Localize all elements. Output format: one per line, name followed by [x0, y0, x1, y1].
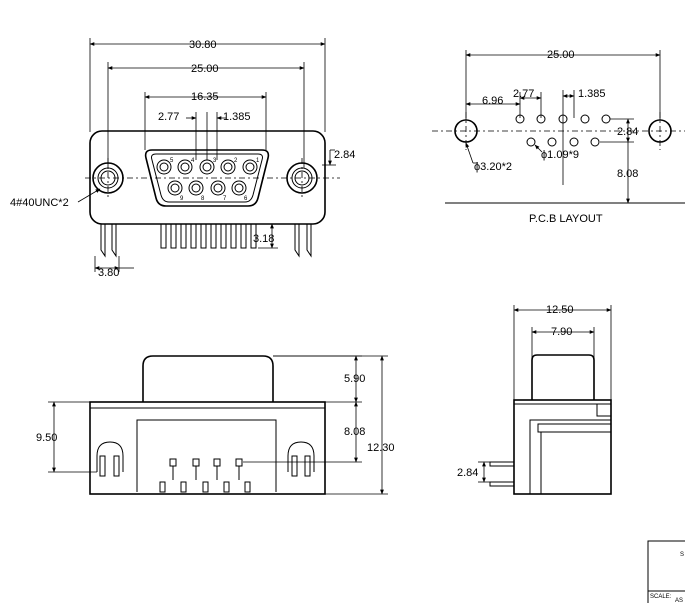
- title-block: S SCALE: AS: [647, 540, 685, 603]
- pin-label-6: 6: [244, 196, 248, 202]
- dim-tail-length: 3.18: [253, 233, 274, 245]
- pcb-layout-view: 25.00 6.96 2.77 1.385 2.84: [432, 49, 685, 225]
- dim-pin-row-offset: 8.08: [344, 426, 365, 438]
- dim-boardlock-spacing: 3.80: [98, 267, 119, 279]
- pin-label-7: 7: [223, 196, 227, 202]
- pin-label-4: 4: [191, 158, 195, 164]
- pcb-dim-row-offset: 2.84: [617, 126, 638, 138]
- pin-label-2: 2: [234, 158, 238, 164]
- front-view: 30.80 25.00 16.35 2.77 1.385: [10, 38, 355, 279]
- side-dim-shell-width: 7.90: [551, 326, 572, 338]
- pcb-dim-half-pitch: 1.385: [578, 88, 606, 100]
- dim-pin-pitch: 2.77: [158, 111, 179, 123]
- pin-row-top: 5 4 3 2 1: [156, 158, 260, 175]
- pin-label-5: 5: [170, 158, 174, 164]
- pcb-dim-mount-spacing: 25.00: [547, 49, 575, 61]
- pin-label-8: 8: [201, 196, 205, 202]
- pcb-dim-edge-offset: 6.96: [482, 95, 503, 107]
- side-view: 12.50 7.90 2.84: [457, 304, 612, 495]
- pcb-dim-pin-hole: ϕ1.09*9: [541, 149, 579, 161]
- side-dim-pin-offset: 2.84: [457, 467, 478, 479]
- dim-half-pitch: 1.385: [223, 111, 251, 123]
- top-view-pins: [159, 458, 251, 493]
- dim-total-depth: 12.30: [367, 442, 395, 454]
- title-block-sheet-label: S: [680, 552, 684, 558]
- pcb-dim-pin-pitch: 2.77: [513, 88, 534, 100]
- title-block-scale-label: SCALE:: [650, 594, 672, 600]
- pin-label-3: 3: [213, 158, 217, 164]
- dim-shell-offset: 5.90: [344, 373, 365, 385]
- pcb-dim-board-edge: 8.08: [617, 168, 638, 180]
- dim-shell-depth: 9.50: [36, 432, 57, 444]
- title-block-scale-value: AS: [675, 598, 683, 603]
- top-view: 9.50 5.90 8.08 12.30: [36, 355, 395, 495]
- pcb-layout-title: P.C.B LAYOUT: [529, 213, 603, 225]
- pin-label-1: 1: [256, 158, 260, 164]
- pcb-pin-holes: [515, 114, 611, 147]
- dim-mount-spacing: 25.00: [191, 63, 219, 75]
- dim-shell-width: 16.35: [191, 91, 219, 103]
- pin-row-bottom: 9 8 7 6: [167, 180, 248, 202]
- dim-height-offset: 2.84: [334, 149, 355, 161]
- dim-mount-thread: 4#40UNC*2: [10, 197, 69, 209]
- solder-tails: [160, 223, 257, 249]
- dim-overall-width: 30.80: [189, 39, 217, 51]
- side-dim-total-width: 12.50: [546, 304, 574, 316]
- pin-label-9: 9: [180, 196, 184, 202]
- pcb-dim-mount-hole: ϕ3.20*2: [474, 161, 512, 173]
